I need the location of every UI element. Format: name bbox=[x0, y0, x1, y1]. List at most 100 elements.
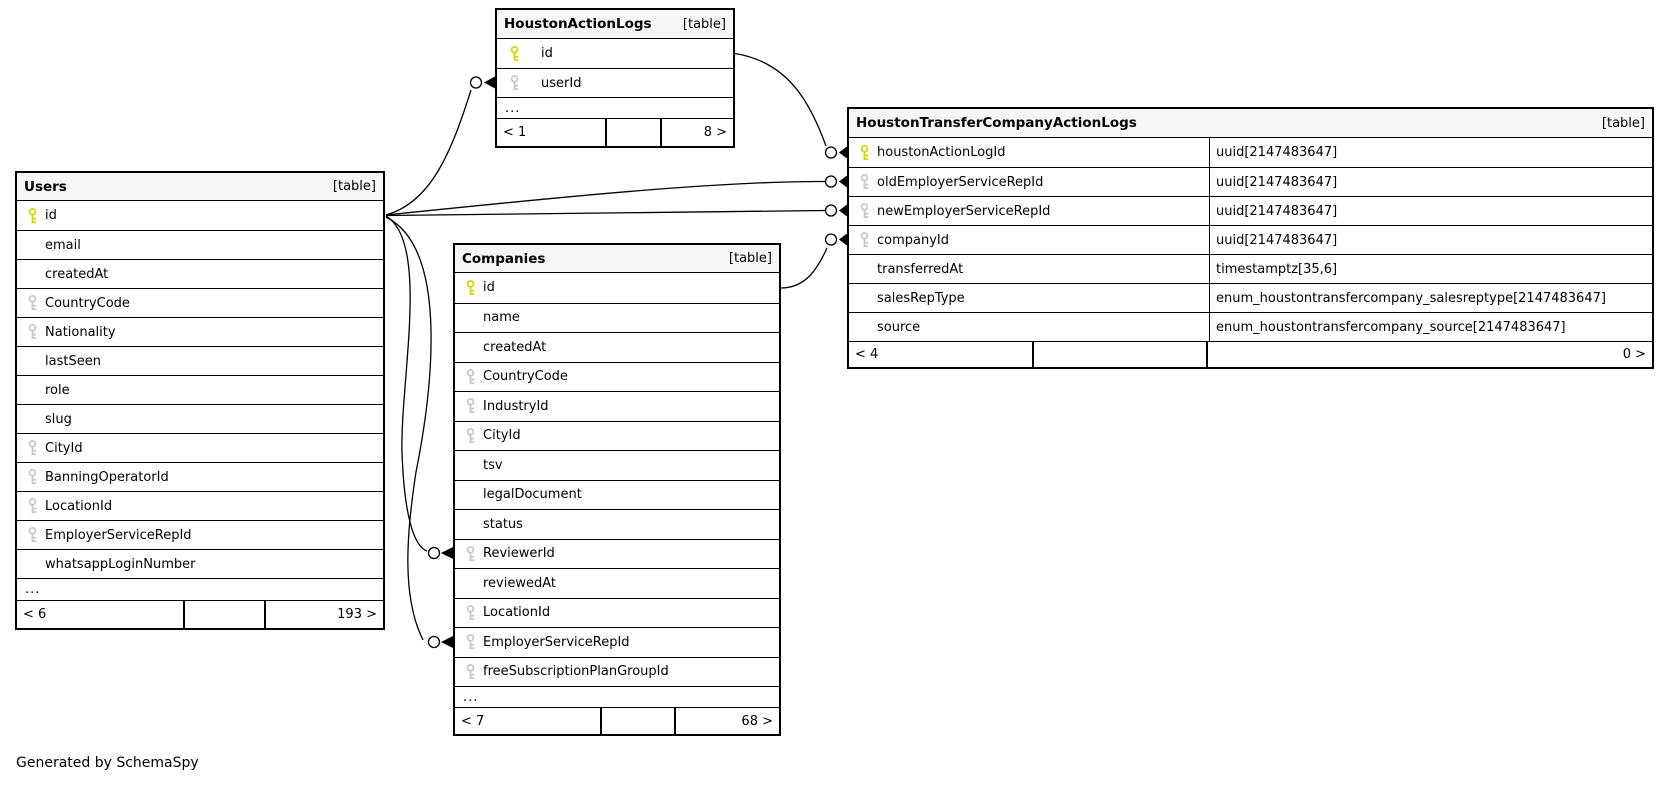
foreign-key-icon bbox=[466, 368, 475, 384]
column-name: LocationId bbox=[483, 605, 551, 621]
column-name: reviewedAt bbox=[483, 575, 557, 591]
relationship-Users.id-to-HoustonActionLogs.userId bbox=[385, 76, 495, 216]
column-row-slug: slug bbox=[17, 404, 383, 433]
column-type: uuid[2147483647] bbox=[1216, 232, 1338, 248]
crow-foot-arrow-marker bbox=[839, 204, 847, 217]
column-row-status: status bbox=[455, 509, 779, 539]
column-type: uuid[2147483647] bbox=[1216, 203, 1338, 219]
table-name: Companies bbox=[462, 250, 546, 267]
column-row-email: email bbox=[17, 230, 383, 259]
crow-foot-arrow-marker bbox=[484, 76, 495, 89]
column-name: email bbox=[45, 237, 81, 253]
column-row-ReviewerId: ReviewerId bbox=[455, 538, 779, 568]
foreign-key-icon bbox=[28, 295, 37, 311]
column-row-whatsappLoginNumber: whatsappLoginNumber bbox=[17, 549, 383, 578]
zero-many-circle-marker bbox=[427, 635, 441, 649]
table-type-badge: [table] bbox=[332, 179, 376, 194]
crow-foot-arrow-marker bbox=[441, 636, 453, 648]
pagination-next[interactable]: 68 > bbox=[741, 713, 773, 729]
column-name: tsv bbox=[483, 457, 503, 473]
column-row-reviewedAt: reviewedAt bbox=[455, 568, 779, 598]
table-type-badge: [table] bbox=[1601, 115, 1645, 131]
footer-spacer bbox=[1034, 342, 1209, 367]
column-name: name bbox=[483, 310, 520, 326]
pagination-next[interactable]: 0 > bbox=[1622, 347, 1646, 362]
relationship-Companies.id-to-HoustonTransferCompanyActionLogs.companyId bbox=[780, 233, 847, 289]
column-name: Nationality bbox=[45, 324, 116, 340]
column-name: userId bbox=[541, 75, 582, 91]
table-type-badge: [table] bbox=[682, 16, 726, 32]
column-row-Nationality: Nationality bbox=[17, 317, 383, 346]
column-name: oldEmployerServiceRepId bbox=[877, 174, 1044, 190]
relationship-Users.id-to-HoustonTransferCompanyActionLogs.newEmployerServiceRepId bbox=[385, 204, 847, 217]
primary-key-icon bbox=[28, 207, 37, 223]
column-row-LocationId: LocationId bbox=[17, 491, 383, 520]
zero-many-circle-marker bbox=[824, 233, 838, 246]
table-footer-Users: < 6 193 > bbox=[17, 600, 383, 628]
table-header-HoustonActionLogs[interactable]: HoustonActionLogs[table] bbox=[497, 10, 733, 39]
column-name: ReviewerId bbox=[483, 546, 555, 562]
column-row-id: id bbox=[497, 39, 733, 68]
table-header-Companies[interactable]: Companies[table] bbox=[455, 245, 779, 273]
footer-spacer bbox=[185, 601, 267, 628]
column-row-companyId: companyId uuid[2147483647] bbox=[849, 225, 1652, 254]
primary-key-icon bbox=[510, 45, 519, 61]
pagination-next[interactable]: 193 > bbox=[337, 607, 377, 622]
column-name: salesRepType bbox=[877, 290, 965, 306]
pagination-prev[interactable]: < 6 bbox=[17, 601, 186, 628]
column-row-name: name bbox=[455, 302, 779, 332]
column-name: CountryCode bbox=[45, 295, 130, 311]
column-row-createdAt: createdAt bbox=[17, 259, 383, 288]
relationship-Users.id-to-HoustonTransferCompanyActionLogs.oldEmployerServiceRepId bbox=[385, 175, 847, 216]
column-row-legalDocument: legalDocument bbox=[455, 479, 779, 509]
pagination-prev[interactable]: < 7 bbox=[455, 708, 603, 734]
foreign-key-icon bbox=[466, 545, 475, 561]
zero-many-circle-marker bbox=[824, 204, 838, 217]
foreign-key-icon bbox=[466, 634, 475, 650]
column-row-userId: userId bbox=[497, 68, 733, 97]
pagination-prev[interactable]: < 4 bbox=[849, 342, 1035, 367]
column-name: CountryCode bbox=[483, 369, 568, 385]
column-row-EmployerServiceRepId: EmployerServiceRepId bbox=[455, 627, 779, 657]
column-row-salesRepType: salesRepType enum_houstontransfercompany_… bbox=[849, 283, 1652, 312]
table-HoustonTransferCompanyActionLogs[interactable]: HoustonTransferCompanyActionLogs[table] h… bbox=[847, 107, 1654, 369]
footer-spacer bbox=[607, 119, 663, 146]
table-header-Users[interactable]: Users[table] bbox=[17, 173, 383, 201]
column-name: EmployerServiceRepId bbox=[483, 634, 630, 650]
primary-key-icon bbox=[860, 144, 869, 160]
column-name: freeSubscriptionPlanGroupId bbox=[483, 664, 669, 680]
column-name: houstonActionLogId bbox=[877, 145, 1006, 160]
column-row-CountryCode: CountryCode bbox=[17, 288, 383, 317]
column-name: EmployerServiceRepId bbox=[45, 527, 192, 543]
crow-foot-arrow-marker bbox=[839, 146, 847, 159]
table-footer-HoustonActionLogs: < 1 8 > bbox=[497, 118, 733, 146]
column-row-BanningOperatorId: BanningOperatorId bbox=[17, 462, 383, 491]
hidden-columns-ellipsis: ... bbox=[455, 686, 779, 707]
column-name: companyId bbox=[877, 232, 950, 248]
column-row-LocationId: LocationId bbox=[455, 597, 779, 627]
column-row-IndustryId: IndustryId bbox=[455, 391, 779, 421]
column-type: enum_houstontransfercompany_salesreptype… bbox=[1216, 290, 1606, 306]
pagination-prev[interactable]: < 1 bbox=[497, 119, 608, 146]
column-row-CityId: CityId bbox=[455, 420, 779, 450]
pagination-next[interactable]: 8 > bbox=[703, 125, 727, 140]
foreign-key-icon bbox=[466, 663, 475, 679]
foreign-key-icon bbox=[466, 604, 475, 620]
column-name: source bbox=[877, 319, 921, 335]
column-name: createdAt bbox=[45, 266, 109, 282]
relationship-Users.id-to-Companies.EmployerServiceRepId bbox=[385, 216, 453, 649]
column-name: status bbox=[483, 516, 523, 532]
column-name: id bbox=[541, 46, 553, 61]
column-type: uuid[2147483647] bbox=[1216, 174, 1338, 190]
table-header-HoustonTransferCompanyActionLogs[interactable]: HoustonTransferCompanyActionLogs[table] bbox=[849, 109, 1652, 138]
column-name: CityId bbox=[483, 428, 521, 444]
column-row-lastSeen: lastSeen bbox=[17, 346, 383, 375]
column-name: id bbox=[45, 208, 57, 223]
relationship-Users.id-to-Companies.ReviewerId bbox=[385, 215, 453, 560]
